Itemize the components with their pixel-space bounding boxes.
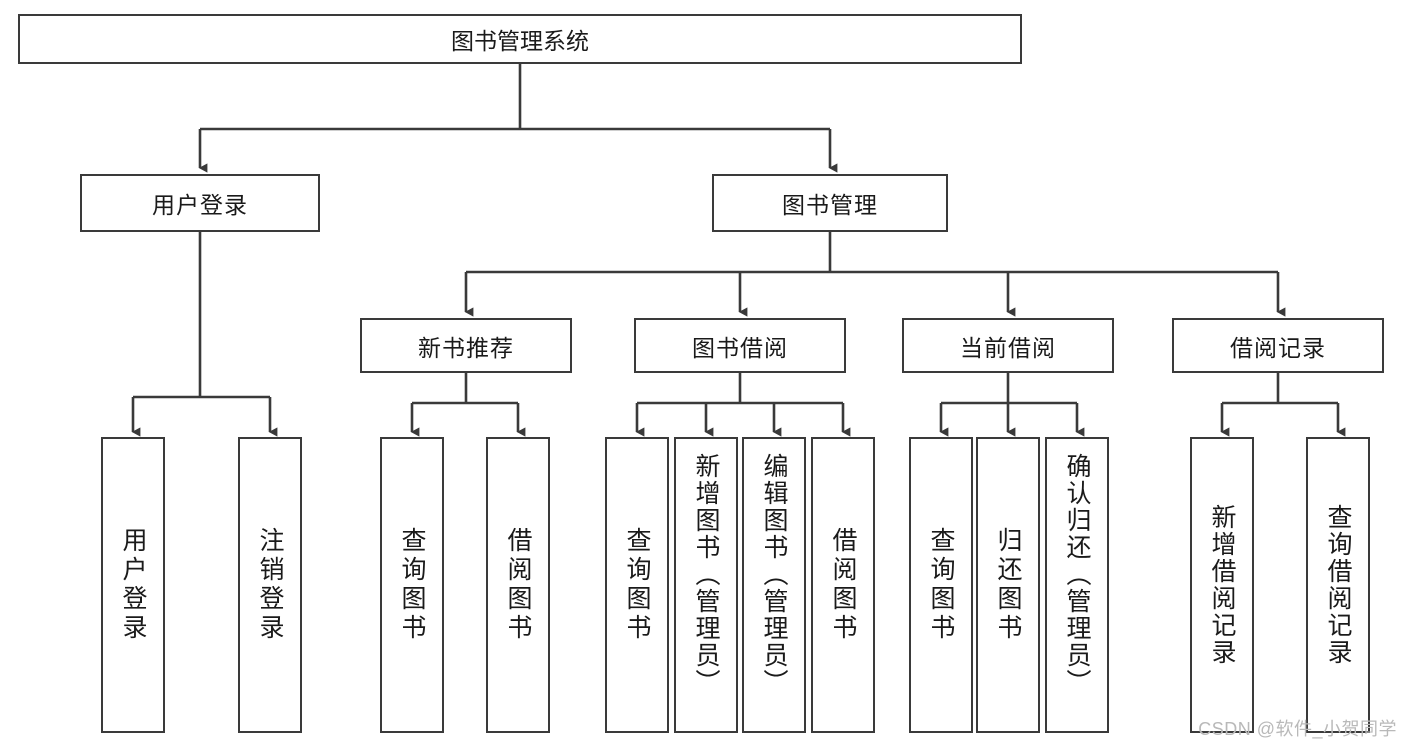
leaf-user-login[interactable]: 用户登录	[101, 437, 165, 733]
node-label: 注销登录	[256, 527, 284, 643]
node-label: 查询图书	[623, 527, 651, 643]
leaf-return-book[interactable]: 归还图书	[976, 437, 1040, 733]
leaf-add-borrow-record[interactable]: 新增借阅记录	[1190, 437, 1254, 733]
node-label: 借阅图书	[504, 527, 532, 643]
node-new-book-recommend[interactable]: 新书推荐	[360, 318, 572, 373]
node-label: 借阅记录	[1230, 334, 1326, 361]
leaf-edit-book-admin[interactable]: 编辑图书（管理员）	[742, 437, 806, 733]
node-label: 当前借阅	[960, 334, 1056, 361]
node-book-borrow[interactable]: 图书借阅	[634, 318, 846, 373]
leaf-borrow-book[interactable]: 借阅图书	[811, 437, 875, 733]
watermark-text: CSDN @软件_小贺同学	[1198, 719, 1397, 739]
node-label: 查询图书	[398, 527, 426, 643]
node-label: 图书管理	[782, 192, 878, 218]
node-label: 图书管理系统	[451, 28, 589, 54]
leaf-query-book-recommend[interactable]: 查询图书	[380, 437, 444, 733]
node-label: 用户登录	[152, 192, 248, 218]
node-label: 新书推荐	[418, 334, 514, 361]
node-label: 用户登录	[119, 527, 147, 643]
node-user-login[interactable]: 用户登录	[80, 174, 320, 232]
node-label: 确认归还（管理员）	[1063, 453, 1091, 696]
node-label: 归还图书	[994, 527, 1022, 643]
node-label: 编辑图书（管理员）	[760, 453, 788, 696]
node-root-system[interactable]: 图书管理系统	[18, 14, 1022, 64]
node-label: 新增图书（管理员）	[692, 453, 720, 696]
node-book-management[interactable]: 图书管理	[712, 174, 948, 232]
leaf-query-book-borrow[interactable]: 查询图书	[605, 437, 669, 733]
node-current-borrow[interactable]: 当前借阅	[902, 318, 1114, 373]
leaf-confirm-return-admin[interactable]: 确认归还（管理员）	[1045, 437, 1109, 733]
node-borrow-records[interactable]: 借阅记录	[1172, 318, 1384, 373]
node-label: 新增借阅记录	[1208, 504, 1236, 666]
node-label: 查询借阅记录	[1324, 504, 1352, 666]
leaf-add-book-admin[interactable]: 新增图书（管理员）	[674, 437, 738, 733]
leaf-query-book-current[interactable]: 查询图书	[909, 437, 973, 733]
node-label: 借阅图书	[829, 527, 857, 643]
leaf-query-borrow-record[interactable]: 查询借阅记录	[1306, 437, 1370, 733]
node-label: 图书借阅	[692, 334, 788, 361]
leaf-borrow-book-recommend[interactable]: 借阅图书	[486, 437, 550, 733]
leaf-logout[interactable]: 注销登录	[238, 437, 302, 733]
node-label: 查询图书	[927, 527, 955, 643]
